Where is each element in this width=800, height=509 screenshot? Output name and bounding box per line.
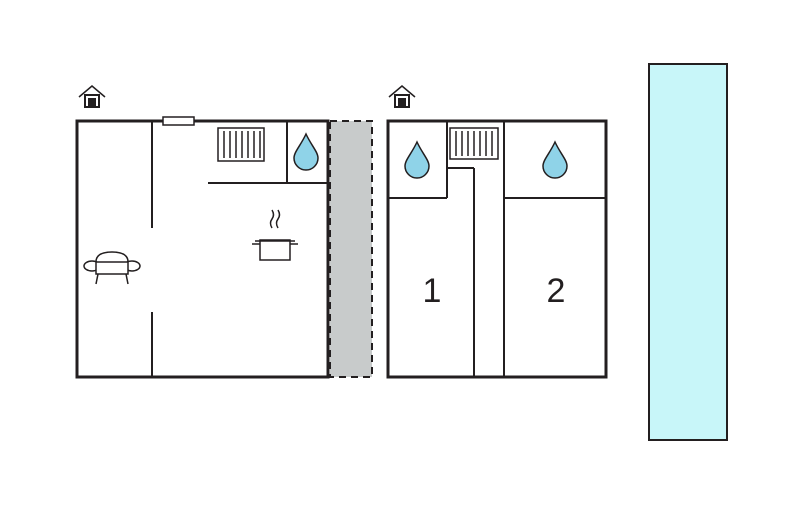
entrance-icon-right [388,85,416,108]
water-drop-icon [542,140,568,179]
cooking-pot-icon [252,209,298,261]
sofa-icon [83,251,141,285]
bedroom-2-label: 2 [547,272,566,310]
left-unit-outline [75,119,330,379]
pool [648,63,728,441]
radiator-icon [217,127,265,162]
terrace-area [329,120,373,378]
water-drop-icon [293,132,319,171]
water-drop-icon [404,140,430,179]
right-unit-outline [386,119,608,379]
window [162,116,195,126]
bedroom-1-label: 1 [423,272,442,310]
radiator-icon [449,127,499,160]
entrance-icon-left [78,85,106,108]
